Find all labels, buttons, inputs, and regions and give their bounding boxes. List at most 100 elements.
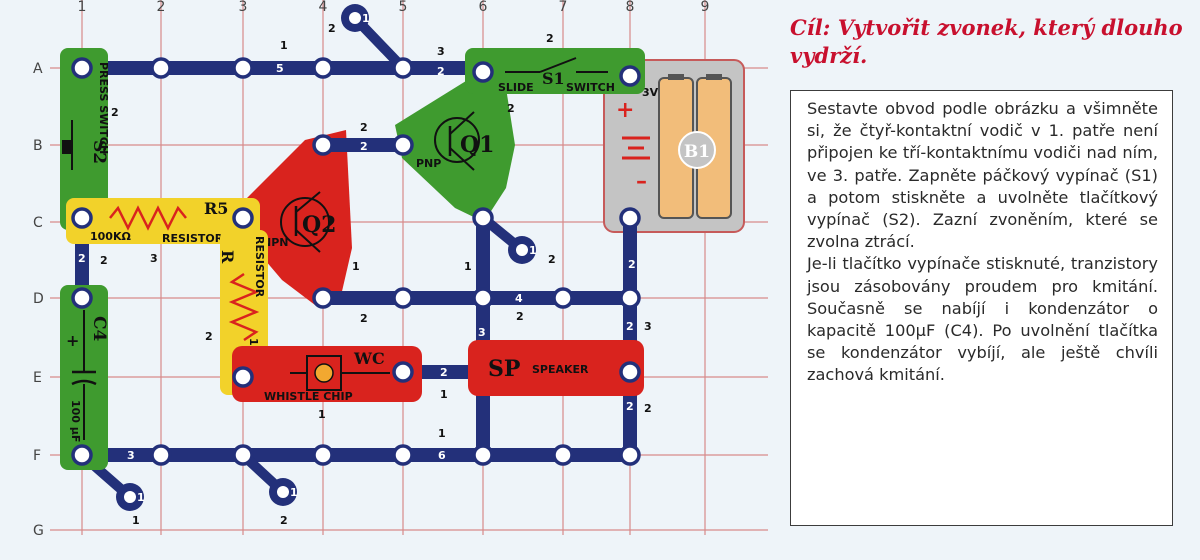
row-label-d: D: [33, 291, 44, 307]
wire-num-f6: 6: [438, 449, 446, 462]
col-label-3: 3: [239, 0, 248, 15]
snap-br-number: 1: [290, 486, 298, 499]
resistor-r5: R5 100KΩ RESISTOR: [66, 198, 260, 245]
col-label-1: 1: [78, 0, 87, 15]
wire-num-b2: 2: [111, 106, 119, 119]
col-label-9: 9: [701, 0, 710, 15]
row-label-e: E: [33, 370, 42, 386]
r5-label: R5: [204, 199, 228, 218]
col-label-2: 2: [157, 0, 166, 15]
c4-label: C4: [89, 316, 109, 342]
wire-num-e1: 1: [440, 388, 448, 401]
col-label-5: 5: [399, 0, 408, 15]
instructions-box: Sestavte obvod podle obrázku a všimněte …: [790, 90, 1173, 526]
circuit-diagram: 1 2 3 4 5 6 7 8 9 A B C D E F G B1 + – 3…: [33, 0, 768, 539]
wire-num-e3: 3: [478, 326, 486, 339]
wire-num-v2b: 2: [100, 254, 108, 267]
b1-minus: –: [636, 168, 647, 194]
wire-num-d4: 4: [515, 292, 523, 305]
wire-num-r1: 1: [464, 260, 472, 273]
wire-num-a2: 2: [437, 65, 445, 78]
wire-num-q2lvl: 1: [352, 260, 360, 273]
instructions-paragraph-1: Sestavte obvod podle obrázku a všimněte …: [807, 99, 1158, 252]
s1-text-right: SWITCH: [566, 81, 615, 94]
grid-row-labels: A B C D E F G: [33, 61, 44, 539]
wire-num-d2: 2: [360, 312, 368, 325]
b1-plus: +: [616, 97, 634, 123]
press-switch-s2: S2 PRESS SWITCH: [60, 48, 110, 230]
wire-num-s1lvl: 2: [546, 32, 554, 45]
wire-num-b2b: 2: [360, 140, 368, 153]
s1-text-left: SLIDE: [498, 81, 534, 94]
c4-value: 100 µF: [69, 400, 82, 442]
wire-num-g2: 2: [280, 514, 288, 527]
wire-num-a1: 1: [280, 39, 288, 52]
col-label-7: 7: [559, 0, 568, 15]
wire-num-v22b: 2: [626, 400, 634, 413]
whistle-chip-wc: WC WHISTLE CHIP: [232, 346, 422, 403]
wire-num-e3b: 3: [644, 320, 652, 333]
row-label-g: G: [33, 523, 44, 539]
speaker-sp: SP SPEAKER: [468, 340, 644, 396]
battery-holder-b1: B1 + – 3V: [603, 59, 745, 233]
snap-mid-number: 1: [529, 244, 537, 257]
wire-num-g1: 1: [132, 514, 140, 527]
wire-num-b1: 2: [360, 121, 368, 134]
r5-value: 100KΩ: [90, 230, 131, 243]
col-label-6: 6: [479, 0, 488, 15]
wc-label: WC: [353, 349, 385, 368]
s1-label: S1: [542, 69, 565, 88]
c4-plus: +: [66, 331, 79, 350]
transistor-q2: Q2 NPN: [245, 130, 352, 305]
col-label-8: 8: [626, 0, 635, 15]
snap-top-number: 1: [362, 12, 370, 25]
wire-num-f1a: 1: [318, 408, 326, 421]
sp-label: SP: [488, 356, 520, 382]
sp-text: SPEAKER: [532, 363, 589, 376]
wire-num-v2a: 2: [78, 252, 86, 265]
col-label-4: 4: [319, 0, 328, 15]
wire-num-c4lvl: 2: [548, 253, 556, 266]
r-text: RESISTOR: [253, 236, 266, 298]
wire-num-v22a: 2: [626, 320, 634, 333]
row-label-f: F: [33, 448, 41, 464]
wire-num-top2: 2: [328, 22, 336, 35]
r-label: R: [218, 250, 237, 264]
snap-contacts: [71, 57, 641, 466]
row-label-a: A: [33, 61, 43, 77]
slide-switch-s1: S1 SLIDE SWITCH: [465, 48, 645, 94]
q2-label: Q2: [302, 212, 336, 238]
snap-bl-number: 1: [137, 491, 145, 504]
transistor-q1: Q1 PNP: [395, 76, 515, 222]
q1-symbol: [434, 117, 480, 163]
goal-heading: Cíl: Vytvořit zvonek, který dlouho vydrž…: [790, 15, 1183, 68]
q2-symbol: [280, 197, 330, 247]
wire-num-f3: 3: [127, 449, 135, 462]
instructions-paragraph-2: Je-li tlačítko vypínače stisknuté, tranz…: [807, 254, 1158, 385]
wire-num-d2b: 2: [628, 258, 636, 271]
wire-numbers: 5 1 3 2 2 2 2 2 2 2 2 2 3 1 1 2 2 4 2 2 …: [78, 22, 652, 527]
capacitor-c4: C4 + 100 µF: [60, 285, 109, 470]
s2-text: PRESS SWITCH: [97, 62, 110, 154]
wire-num-a3: 3: [437, 45, 445, 58]
wire-num-v2c: 2: [644, 402, 652, 415]
wc-text: WHISTLE CHIP: [264, 390, 353, 403]
row-label-c: C: [33, 215, 43, 231]
q1-label: Q1: [460, 132, 494, 158]
wire-num-f1b: 1: [438, 427, 446, 440]
r5-text: RESISTOR: [162, 232, 224, 245]
wire-num-r2: 2: [516, 310, 524, 323]
wire-num-r3: 3: [150, 252, 158, 265]
single-snaps: 1 1 1 1: [116, 4, 537, 511]
q2-type: NPN: [262, 236, 288, 249]
b1-label: B1: [684, 142, 710, 162]
wire-num-rlvl: 2: [205, 330, 213, 343]
wire-num-e2: 2: [440, 366, 448, 379]
b1-badge: [678, 131, 716, 169]
wire-num-q1b: 2: [507, 102, 515, 115]
b1-voltage: 3V: [642, 86, 659, 99]
q1-type: PNP: [416, 157, 441, 170]
s2-label: S2: [89, 140, 109, 164]
wire-num-a5: 5: [276, 62, 284, 75]
row-label-b: B: [33, 138, 43, 154]
